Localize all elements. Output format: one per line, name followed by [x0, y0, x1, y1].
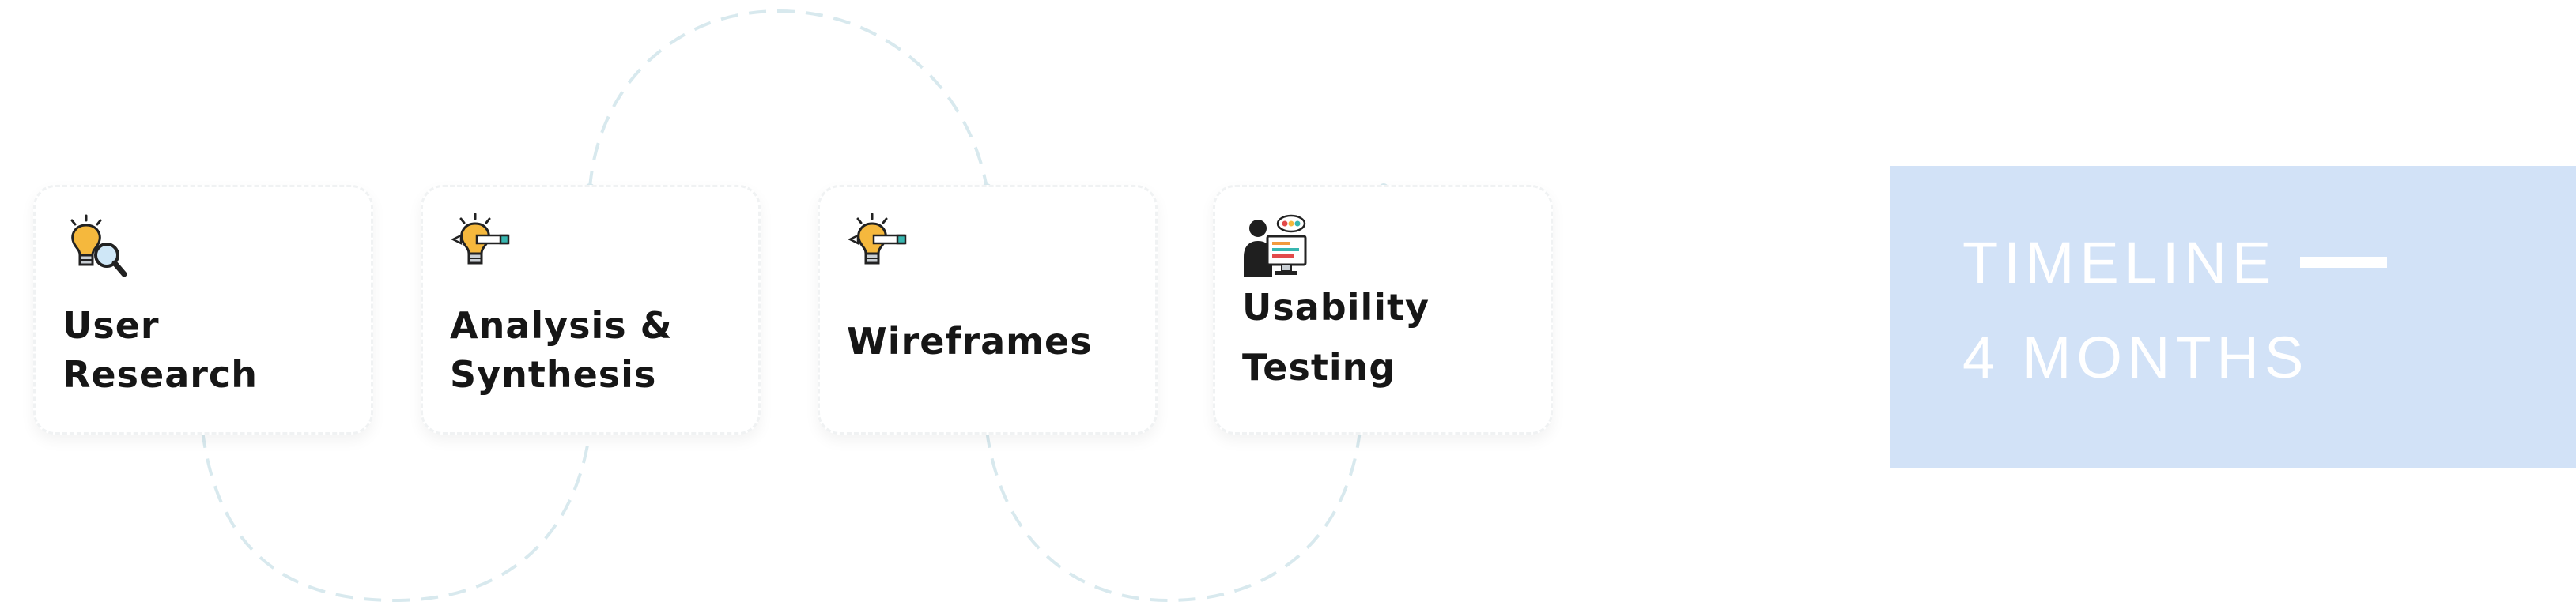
lightbulb-magnifier-icon	[62, 213, 129, 279]
step-label: Usability Testing	[1242, 286, 1430, 389]
step-label: Analysis & Synthesis	[450, 304, 673, 396]
step-label: Wireframes	[847, 320, 1093, 363]
step-card-analysis-synthesis: Analysis & Synthesis	[421, 185, 761, 435]
step-card-wireframes: Wireframes	[818, 185, 1158, 435]
timeline-panel: TIMELINE 4 MONTHS	[1890, 166, 2576, 468]
connector-arc-2	[588, 9, 988, 189]
lightbulb-pencil-icon	[847, 213, 913, 279]
step-label: User Research	[62, 304, 258, 396]
timeline-label: TIMELINE	[1962, 230, 2277, 295]
connector-arc-3	[985, 430, 1362, 602]
timeline-heading: TIMELINE	[1962, 229, 2388, 296]
connector-arc-1	[201, 430, 591, 602]
lightbulb-pencil-icon	[450, 213, 516, 279]
step-card-usability-testing: Usability Testing	[1213, 185, 1553, 435]
step-card-user-research: User Research	[33, 185, 373, 435]
user-computer-testing-icon	[1242, 213, 1309, 279]
timeline-duration: 4 MONTHS	[1962, 325, 2310, 390]
dash-icon	[2300, 257, 2388, 269]
